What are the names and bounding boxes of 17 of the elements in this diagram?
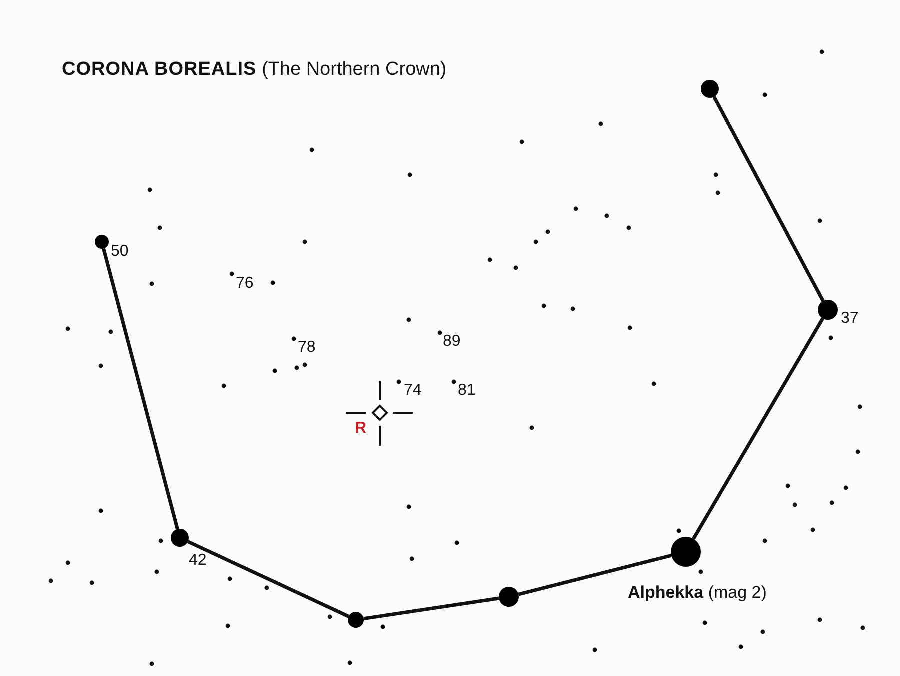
constellation-line [364, 596, 500, 621]
star-number: 76 [236, 276, 254, 292]
constellation-line [692, 318, 824, 540]
star-label: 50 [111, 244, 129, 260]
star-number: 74 [404, 383, 422, 399]
star-label: 37 [841, 311, 859, 327]
star-number: 81 [458, 383, 476, 399]
chart-title: CORONA BOREALIS (The Northern Crown) [62, 60, 447, 79]
constellation-line [712, 96, 825, 302]
star-number: 89 [443, 334, 461, 350]
constellation-line [518, 554, 672, 596]
star-number: 78 [298, 340, 316, 356]
constellation-line [102, 248, 180, 530]
constellation-line [187, 540, 350, 618]
star-label: Alphekka (mag 2) [628, 584, 767, 601]
star-label: 42 [189, 553, 207, 569]
marker-label: R [355, 421, 367, 437]
